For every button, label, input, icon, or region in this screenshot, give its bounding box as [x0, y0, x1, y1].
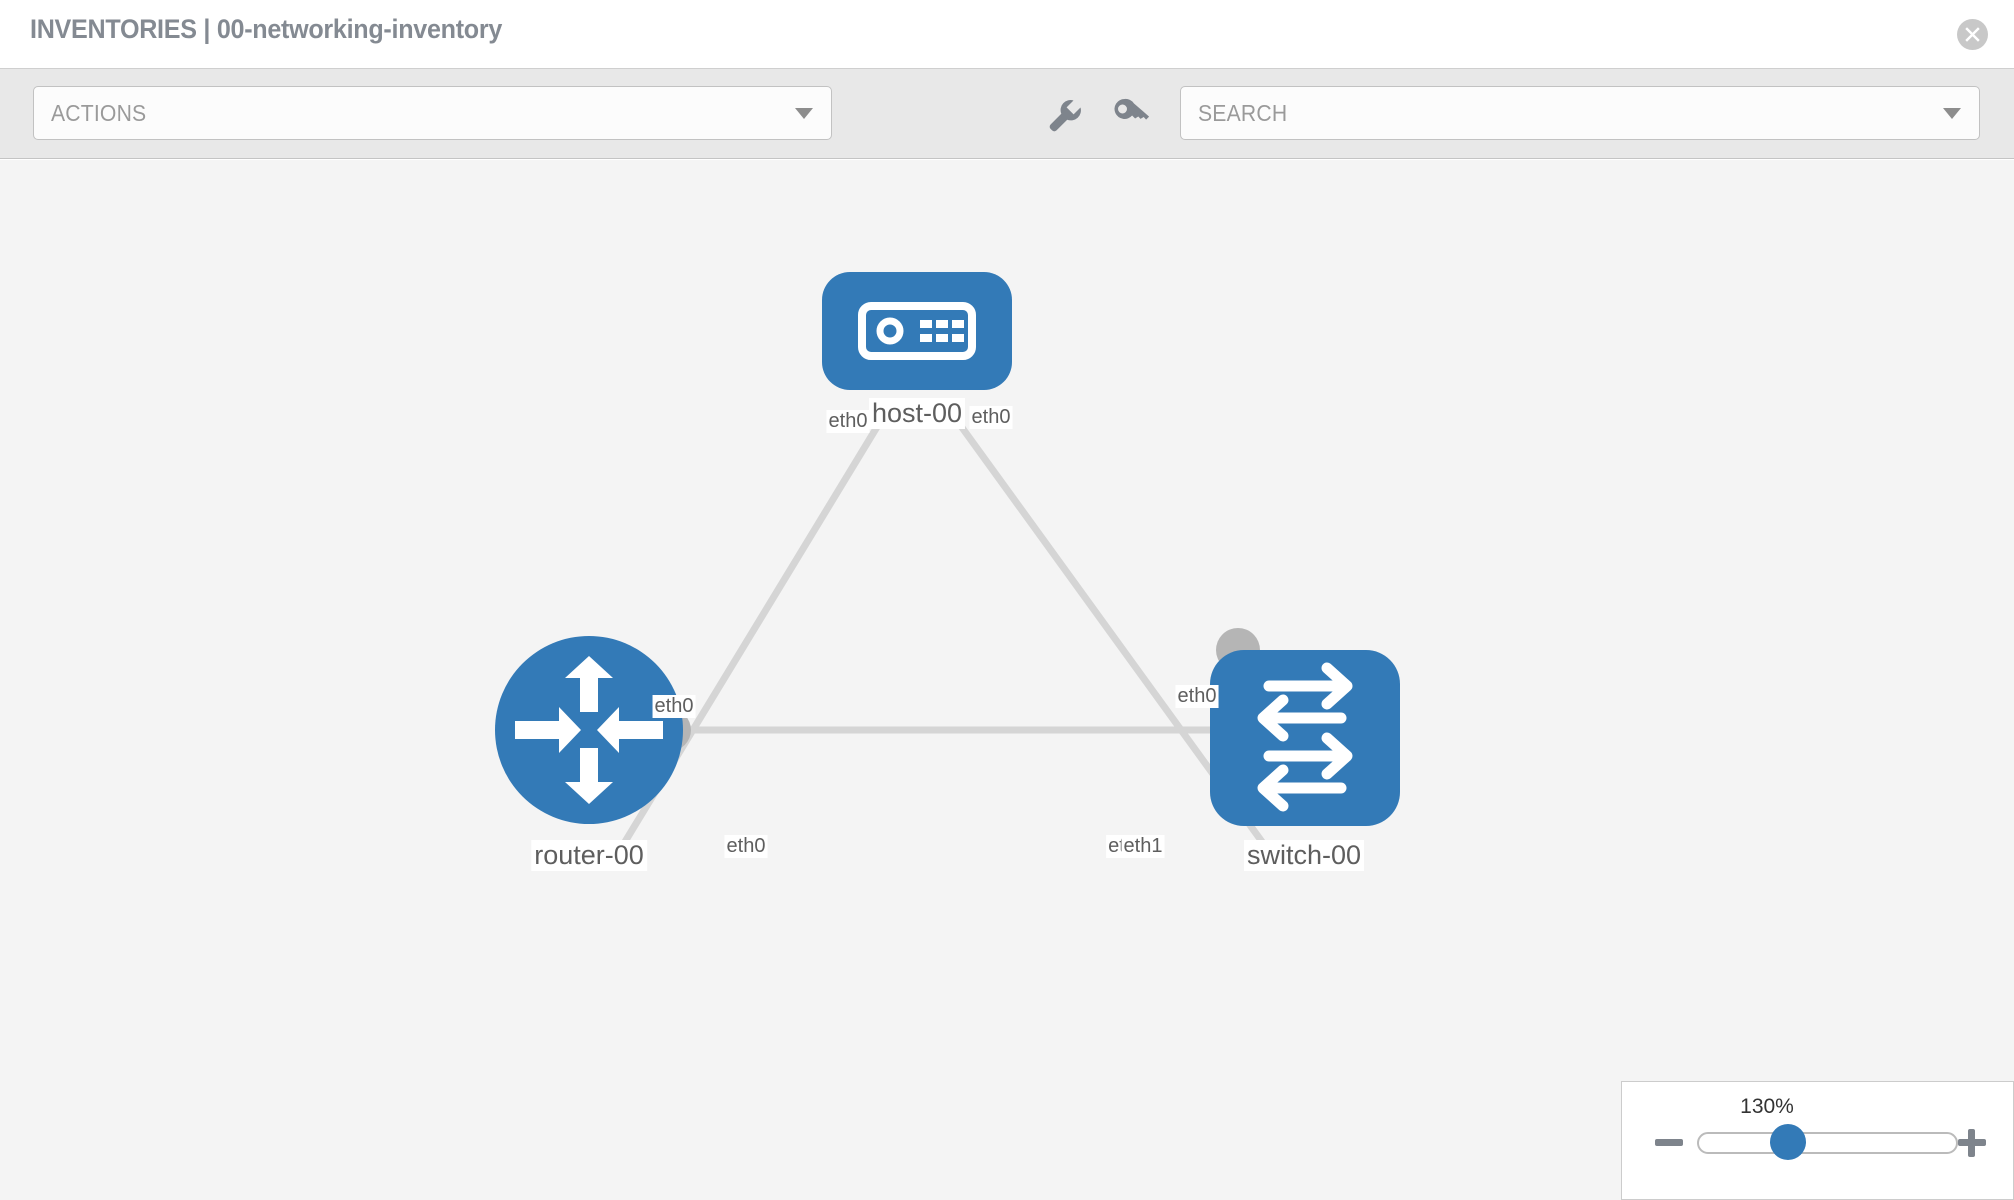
node-switch-00[interactable] [1210, 650, 1400, 826]
zoom-slider-track[interactable] [1697, 1132, 1958, 1154]
zoom-control-panel: 130% [1621, 1081, 2014, 1200]
plus-icon [1958, 1129, 1986, 1157]
node-label-router-00: router-00 [531, 840, 647, 871]
zoom-level-value: 130% [1740, 1095, 1794, 1118]
zoom-out-button[interactable] [1652, 1126, 1686, 1160]
actions-dropdown[interactable]: ACTIONS [33, 86, 832, 140]
node-label-host-00: host-00 [868, 398, 966, 429]
edge-label-switch-eth1: eth1 [1121, 835, 1165, 858]
zoom-in-button[interactable] [1955, 1126, 1989, 1160]
page-header: INVENTORIES | 00-networking-inventory [0, 0, 2014, 69]
search-input[interactable]: SEARCH [1180, 86, 1980, 140]
topology-canvas[interactable]: host-00 router-00 switch-00 eth0 eth0 et… [0, 160, 2014, 1200]
wrench-button[interactable] [1043, 94, 1083, 134]
node-router-00[interactable] [495, 636, 683, 824]
switch-arrows-icon [1257, 662, 1353, 812]
page-title: INVENTORIES | 00-networking-inventory [30, 14, 503, 44]
key-icon [1114, 98, 1150, 120]
minus-icon [1655, 1139, 1683, 1146]
zoom-slider-thumb[interactable] [1770, 1124, 1806, 1160]
server-icon [858, 302, 976, 360]
key-button[interactable] [1110, 94, 1150, 134]
node-host-00-shape[interactable] [822, 272, 1012, 390]
node-label-switch-00: switch-00 [1243, 840, 1365, 871]
close-icon [1965, 27, 1980, 42]
node-switch-00-shape[interactable] [1210, 650, 1400, 826]
edge-label-router-eth0: eth0 [724, 835, 768, 858]
edge-label-switch-eth0-up: eth0 [1175, 685, 1219, 708]
edge-label-host-eth0-left: eth0 [826, 410, 870, 433]
close-button[interactable] [1957, 19, 1988, 50]
wrench-icon [1049, 100, 1081, 132]
chevron-down-icon [1943, 108, 1961, 119]
topology-graph [495, 272, 1400, 853]
topology-links [617, 419, 1271, 853]
chevron-down-icon [795, 108, 813, 119]
edge-label-router-eth0-up: eth0 [652, 695, 696, 718]
router-arrows-icon [515, 656, 663, 804]
edge-label-host-eth0-right: eth0 [969, 406, 1013, 429]
node-host-00[interactable] [822, 272, 1012, 390]
search-placeholder: SEARCH [1198, 100, 1288, 126]
actions-dropdown-label: ACTIONS [51, 100, 147, 126]
node-router-00-shape[interactable] [495, 636, 683, 824]
